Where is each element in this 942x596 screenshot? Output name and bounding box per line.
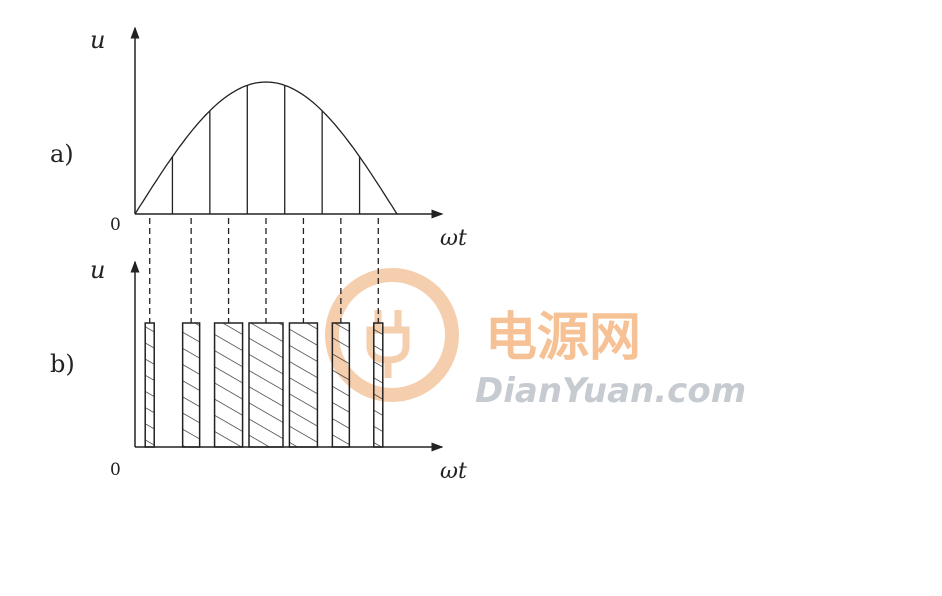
- b-y-label: u: [90, 256, 105, 284]
- pwm-pulse: [213, 322, 244, 448]
- projection-dashes: [149, 218, 379, 323]
- sample-lines: [171, 85, 361, 214]
- pwm-pulse: [373, 322, 384, 448]
- pwm-pulse: [248, 322, 284, 448]
- a-origin: 0: [110, 215, 121, 235]
- pwm-pulse: [331, 322, 351, 448]
- watermark-cn: 电源网: [485, 308, 641, 368]
- pwm-pulse: [288, 322, 319, 448]
- watermark-en: DianYuan.com: [475, 371, 746, 411]
- a-y-label: u: [90, 26, 105, 54]
- pwm-pulse: [144, 322, 155, 448]
- watermark-logo: 电源网 DianYuan.com: [325, 268, 746, 411]
- b-x-label: ωt: [440, 459, 467, 484]
- sine-curve: [134, 81, 398, 215]
- pwm-pulses: [144, 322, 384, 448]
- b-origin: 0: [110, 460, 121, 480]
- b-panel-label: b): [50, 350, 75, 378]
- pwm-pulse: [181, 322, 201, 448]
- a-panel-label: a): [50, 140, 74, 168]
- a-x-label: ωt: [440, 226, 467, 251]
